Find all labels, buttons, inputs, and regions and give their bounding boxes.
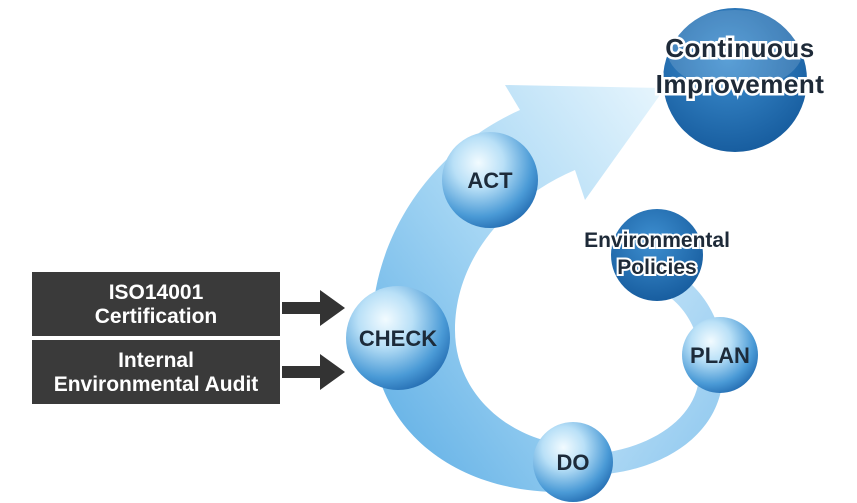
do-sphere: [533, 422, 613, 502]
audit-label-line1: Internal: [118, 349, 194, 372]
audit-box: [32, 340, 280, 404]
certification-box: [32, 272, 280, 336]
policies-label-line2: Policies: [617, 256, 696, 279]
goal-sphere: [663, 8, 807, 152]
policies-label-line1: Environmental: [584, 229, 730, 252]
audit-label-line2: Environmental Audit: [54, 373, 259, 396]
do-label: DO: [557, 450, 590, 475]
plan-sphere: [682, 317, 758, 393]
certification-label-line2: Certification: [95, 305, 218, 328]
goal-label-line2: Improvement: [656, 69, 825, 99]
plan-label: PLAN: [690, 343, 750, 368]
certification-arrow: [282, 290, 345, 326]
cycle-arrow-inner: [575, 255, 724, 476]
check-sphere: [346, 286, 450, 390]
act-label: ACT: [467, 168, 513, 193]
audit-arrow: [282, 354, 345, 390]
goal-label-line1: Continuous: [665, 33, 814, 63]
policies-sphere: [611, 209, 703, 301]
check-label: CHECK: [359, 326, 437, 351]
certification-label-line1: ISO14001: [109, 281, 204, 304]
act-sphere: [442, 132, 538, 228]
goal-sphere-highlight: [667, 10, 803, 90]
